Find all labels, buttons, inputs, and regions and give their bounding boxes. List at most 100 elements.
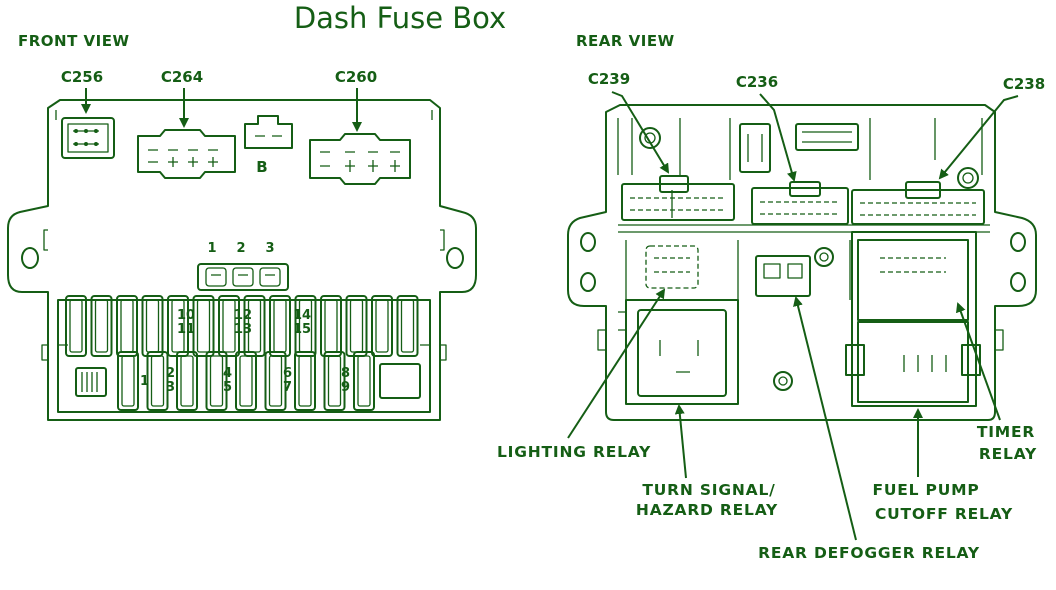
rear-defogger-label: REAR DEFOGGER RELAY [758, 544, 980, 562]
fuse-slot-upper-inner [400, 299, 415, 353]
relay-pin-3: 3 [265, 241, 274, 256]
connector-b: B [244, 115, 293, 176]
fuse-num-6: 6 [283, 366, 292, 381]
lighting-relay-label: LIGHTING RELAY [497, 443, 651, 461]
connector-c236 [751, 181, 849, 225]
fuse-slot-upper [141, 295, 164, 357]
fuse-slot-upper [192, 295, 215, 357]
rear-view: REAR VIEW [497, 32, 1045, 562]
fuse-slot-upper-inner [145, 299, 160, 353]
timer-label-line1: TIMER [977, 423, 1035, 441]
relay-pin-2: 2 [236, 241, 245, 256]
fuse-slot-upper-inner [222, 299, 236, 353]
lighting-relay-arrow [567, 288, 666, 439]
rear-defogger-relay-arrow [793, 296, 857, 541]
fuse-slot-lower [176, 351, 198, 411]
fuse-slot-upper-inner [120, 299, 134, 353]
relay-pin-1: 1 [207, 241, 216, 256]
fuse-slot-upper [116, 295, 138, 357]
fuse-slot-lower-inner [298, 355, 312, 407]
fuse-slot-lower-inner [150, 355, 165, 407]
connector-c238-label: C238 [1003, 75, 1045, 93]
connector-c239-label: C239 [588, 70, 630, 88]
connector-c260 [309, 133, 411, 185]
fuse-slot-lower [264, 351, 287, 411]
connector-c238 [851, 181, 985, 225]
rear-view-label: REAR VIEW [576, 32, 675, 50]
fuse-slot-upper [320, 295, 342, 357]
fuse-num-5: 5 [223, 380, 232, 395]
fuse-slot-lower [294, 351, 316, 411]
fuel-pump-label-line1: FUEL PUMP [873, 481, 980, 499]
fuse-num-9: 9 [341, 380, 350, 395]
connector-c264-label: C264 [161, 68, 203, 86]
turn-signal-label-line2: HAZARD RELAY [636, 501, 778, 519]
fuse-slot-upper-inner [375, 299, 389, 353]
fuse-slot-lower-inner [268, 355, 283, 407]
fuse-slot-lower [146, 351, 169, 411]
fuse-slot-upper [396, 295, 419, 357]
relay-socket [197, 263, 289, 291]
connector-c260-label: C260 [335, 68, 377, 86]
fuse-num-14: 14 [293, 308, 311, 323]
front-view-label: FRONT VIEW [18, 32, 130, 50]
fuse-slot-upper [371, 295, 393, 357]
turn-signal-relay-arrow [674, 404, 687, 479]
lighting-relay [645, 245, 699, 289]
timer-label-line2: RELAY [979, 445, 1037, 463]
fuse-slot-upper-inner [69, 299, 83, 353]
fuse-slot-upper-inner [324, 299, 338, 353]
fuse-slot-upper [345, 295, 368, 357]
fuse-slot-lower-inner [327, 355, 342, 407]
fuse-slot-lower [353, 351, 375, 411]
fuse-num-2: 2 [166, 366, 175, 381]
fuse-num-8: 8 [341, 366, 350, 381]
fuse-slot-lower [235, 351, 257, 411]
fuse-panel [57, 295, 431, 413]
fuel-pump-relay [845, 231, 981, 407]
c238-arrow [938, 95, 1019, 180]
fuse-slot-upper [65, 295, 87, 357]
fuse-slot-upper [243, 295, 266, 357]
fuse-slot-lower-inner [209, 355, 224, 407]
connector-c239 [621, 175, 735, 221]
fuse-num-12: 12 [234, 308, 252, 323]
fuse-slot-lower [205, 351, 228, 411]
connector-c236-label: C236 [736, 73, 778, 91]
fuse-slot-lower-inner [180, 355, 194, 407]
fuse-num-4: 4 [223, 366, 232, 381]
fuse-slot-upper [90, 295, 113, 357]
connector-b-label: B [256, 158, 267, 176]
diagram-title: Dash Fuse Box [294, 1, 506, 35]
fuse-slot-lower [117, 351, 139, 411]
c239-arrow [611, 91, 670, 174]
fuse-slot-upper-inner [349, 299, 364, 353]
fuse-num-7: 7 [283, 380, 292, 395]
fuse-slot-lower [323, 351, 346, 411]
fuse-num-13: 13 [234, 322, 252, 337]
rear-defogger-relay [755, 255, 811, 297]
fuse-num-11: 11 [177, 322, 195, 337]
c236-arrow [759, 93, 797, 182]
fuse-slot-upper-inner [196, 299, 211, 353]
connector-c256 [61, 117, 115, 159]
fuse-num-15: 15 [293, 322, 311, 337]
front-fuse-box-body [7, 99, 477, 421]
fuse-slot-upper-inner [273, 299, 287, 353]
fuel-pump-label-line2: CUTOFF RELAY [875, 505, 1013, 523]
fuse-slot-upper-inner [94, 299, 109, 353]
connector-c256-label: C256 [61, 68, 103, 86]
fuse-num-3: 3 [166, 380, 175, 395]
fuse-slot-upper [269, 295, 291, 357]
timer-relay-arrow [956, 302, 1001, 421]
turn-signal-relay [618, 299, 739, 405]
fuse-slot-lower-inner [239, 355, 253, 407]
connector-c264 [137, 129, 236, 179]
fuse-num-10: 10 [177, 308, 195, 323]
fuse-slot-upper [218, 295, 240, 357]
front-view: FRONT VIEW [7, 32, 477, 421]
fuse-num-1: 1 [140, 374, 149, 389]
fuse-slot-lower-inner [357, 355, 371, 407]
